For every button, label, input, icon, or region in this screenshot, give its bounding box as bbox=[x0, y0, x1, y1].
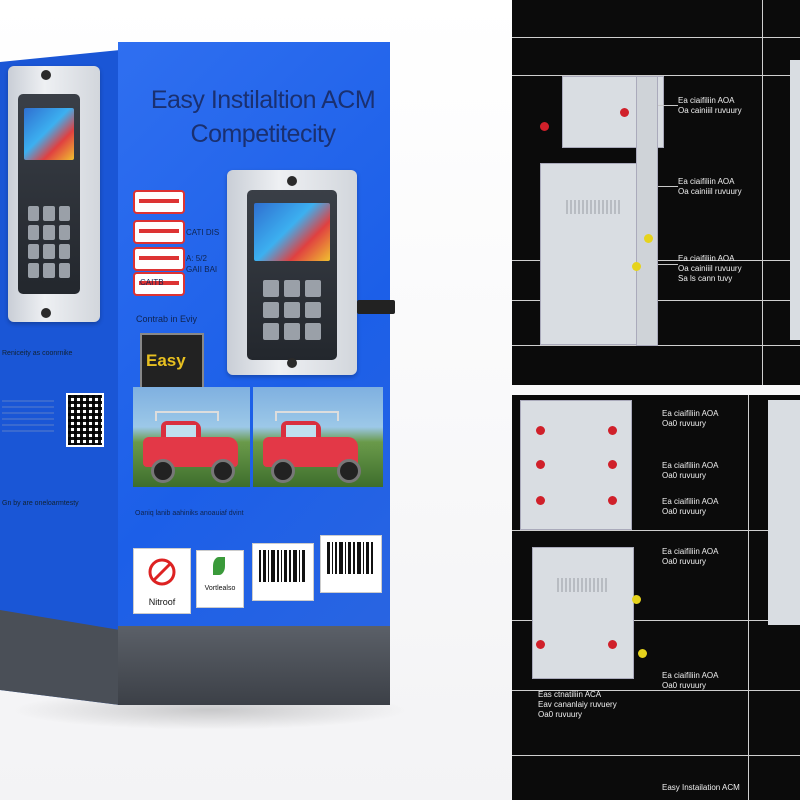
yellow-bolt-icon bbox=[644, 234, 653, 243]
red-bolt-icon bbox=[536, 496, 545, 505]
easy-label: Easy bbox=[140, 333, 204, 397]
screw-icon bbox=[41, 308, 51, 318]
callout-bottom-1: Ea ciaifiliin AOA Oa0 ruvuury bbox=[662, 409, 719, 428]
enclosure-plate bbox=[532, 547, 634, 679]
badge-1-text: Nitroof bbox=[148, 597, 176, 607]
red-bolt-icon bbox=[608, 496, 617, 505]
technical-panel-bottom: Ea ciaifiliin AOA Oa0 ruvuury Ea ciaifil… bbox=[512, 395, 800, 800]
callout-bottom-5: Ea ciaifiliin AOA Oa0 ruvuury bbox=[662, 671, 719, 690]
cable bbox=[357, 300, 395, 314]
red-bolt-icon bbox=[608, 640, 617, 649]
feature-badge bbox=[133, 220, 185, 244]
qr-code bbox=[66, 393, 104, 447]
yellow-bolt-icon bbox=[632, 262, 641, 271]
headline-line-2: Competitecity bbox=[190, 120, 336, 148]
callout-bottom-2: Ea ciaifiliin AOA Oa0 ruvuury bbox=[662, 461, 719, 480]
badge-2-text: Vortlealso bbox=[204, 585, 236, 592]
red-bolt-icon bbox=[620, 108, 629, 117]
callout-top-1: Ea ciaifiliin AOA Oa cainiiil ruvuury bbox=[678, 96, 742, 115]
barcode bbox=[252, 543, 314, 601]
edge-plate bbox=[790, 60, 800, 340]
no-sign-icon bbox=[148, 558, 176, 586]
front-controller-device bbox=[227, 170, 357, 375]
technical-panel-top: Ea ciaifiliin AOA Oa cainiiil ruvuury Ea… bbox=[512, 0, 800, 385]
callout-top-3: Ea ciaifiliin AOA Oa cainiiil ruvuury Sa… bbox=[678, 254, 742, 283]
headline-line-1: Easy Instilaltion ACM bbox=[150, 86, 376, 114]
truck-photo-left bbox=[133, 387, 250, 487]
truck-photo-right bbox=[253, 387, 383, 487]
yellow-bolt-icon bbox=[638, 649, 647, 658]
side-rail bbox=[636, 76, 658, 346]
side-controller-device bbox=[8, 66, 100, 322]
callout-bottom-3: Ea ciaifiliin AOA Oa0 ruvuury bbox=[662, 497, 719, 516]
certification-badge: Nitroof bbox=[133, 548, 191, 614]
easy-label-text: Easy bbox=[146, 351, 186, 370]
side-text-1: Reniceity as coonrnike bbox=[2, 350, 73, 357]
photo-caption: Oaniq lanib aahiniks anoauiaf dvint bbox=[135, 510, 244, 517]
leaf-icon bbox=[213, 557, 225, 575]
enclosure-plate bbox=[540, 163, 652, 345]
red-bolt-icon bbox=[540, 122, 549, 131]
pill-note-3: CAITB bbox=[140, 278, 164, 287]
yellow-bolt-icon bbox=[632, 595, 641, 604]
screw-icon bbox=[287, 176, 297, 186]
callout-top-2: Ea ciaifiliin AOA Oa cainiiil ruvuury bbox=[678, 177, 742, 196]
pill-note: A: 5/2 bbox=[186, 254, 207, 263]
caption-mid: Contrab in Eviy bbox=[136, 314, 198, 324]
callout-bottom-6: Eas ctnatiliin ACA Eav cananlaiy ruvuery… bbox=[538, 690, 617, 719]
feature-badge bbox=[133, 272, 185, 296]
box-headline: Easy Instilaltion ACM Competitecity bbox=[138, 83, 388, 151]
pill-label: CATI DIS bbox=[186, 228, 220, 237]
screw-icon bbox=[41, 70, 51, 80]
feature-badge bbox=[133, 247, 185, 271]
red-bolt-icon bbox=[536, 460, 545, 469]
barcode bbox=[320, 535, 382, 593]
edge-plate bbox=[768, 400, 800, 625]
side-text-2: Gn by are oneloarmtesty bbox=[2, 500, 79, 507]
box-bottom-band bbox=[118, 626, 390, 705]
footer-label: Easy Instailation ACM bbox=[662, 783, 740, 792]
callout-bottom-4: Ea ciaifiliin AOA Oa0 ruvuury bbox=[662, 547, 719, 566]
red-bolt-icon bbox=[536, 426, 545, 435]
red-bolt-icon bbox=[608, 460, 617, 469]
pill-note-2: GAII BAI bbox=[186, 265, 218, 274]
red-bolt-icon bbox=[536, 640, 545, 649]
certification-badge: Vortlealso bbox=[196, 550, 244, 608]
feature-badge bbox=[133, 190, 185, 214]
screw-icon bbox=[287, 358, 297, 368]
red-bolt-icon bbox=[608, 426, 617, 435]
side-fine-print bbox=[2, 396, 54, 436]
